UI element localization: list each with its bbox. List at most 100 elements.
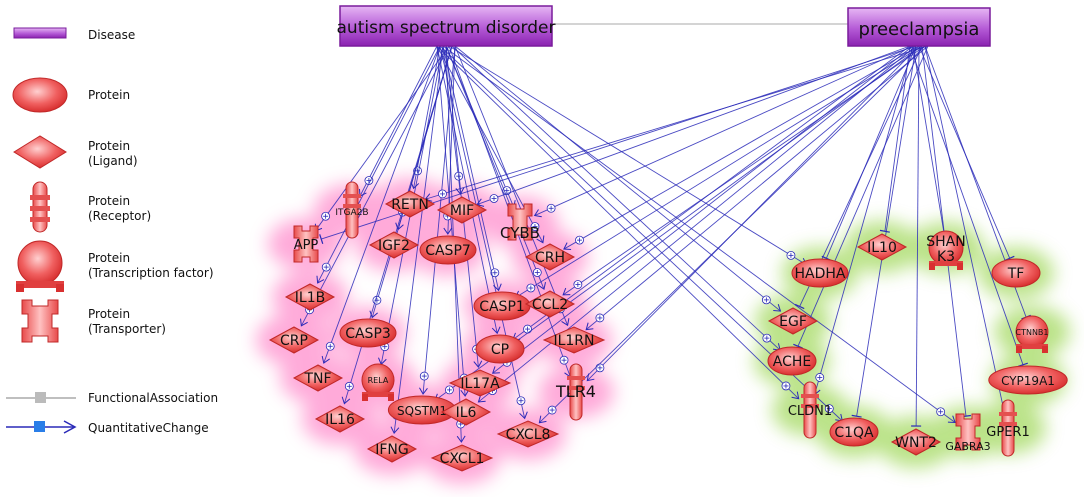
protein-node-ifng[interactable]: IFNG — [366, 435, 418, 463]
protein-label-mif: MIF — [450, 203, 474, 219]
protein-label-crh: CRH — [535, 250, 565, 266]
edge-pe-casp1 — [514, 45, 923, 299]
legend-quantitative-label: QuantitativeChange — [88, 421, 209, 435]
protein-node-app[interactable]: APP — [293, 225, 319, 263]
protein-label-casp1: CASP1 — [479, 299, 525, 315]
legend-transporter: Protein(Transporter) — [21, 299, 166, 343]
legend-transporter-label: Protein(Transporter) — [88, 307, 166, 336]
legend-functional-label: FunctionalAssociation — [88, 391, 218, 405]
protein-node-hadha[interactable]: HADHA — [791, 258, 849, 288]
edge-pe-cybb — [533, 45, 914, 218]
protein-label-il6: IL6 — [456, 405, 477, 421]
protein-label-casp7: CASP7 — [425, 243, 471, 259]
protein-label-gper1: GPER1 — [986, 425, 1029, 440]
protein-node-ctnnb1[interactable]: CTNNB1 — [1015, 315, 1049, 353]
protein-node-gabra3[interactable]: GABRA3 — [945, 413, 991, 453]
protein-node-crh[interactable]: CRH — [524, 243, 576, 271]
protein-node-wnt2[interactable]: WNT2 — [890, 428, 942, 456]
legend-protein-label: Protein — [88, 88, 130, 102]
protein-node-cybb[interactable]: CYBB — [500, 203, 540, 242]
node-layer: ITGA2B RETN MIF CYBB APP IGF2 CASP7 CRH IL1B CASP… — [268, 181, 1068, 472]
protein-node-rela[interactable]: RELA — [361, 363, 395, 401]
disease-node-pe[interactable]: preeclampsia — [847, 7, 991, 47]
protein-label-gabra3: GABRA3 — [945, 440, 990, 453]
protein-label-rela: RELA — [368, 376, 389, 385]
protein-label-cyp19a1: CYP19A1 — [1001, 374, 1055, 388]
protein-label-tlr4: TLR4 — [555, 382, 596, 401]
protein-node-c1qa[interactable]: C1QA — [829, 417, 879, 447]
protein-label-il1b: IL1B — [295, 290, 325, 306]
protein-node-cldn1[interactable]: CLDN1 — [788, 381, 832, 439]
protein-node-egf[interactable]: EGF — [767, 307, 819, 335]
protein-label-ifng: IFNG — [375, 442, 409, 458]
protein-label-tf: TF — [1007, 266, 1025, 282]
protein-label-itga2b: ITGA2B — [335, 208, 368, 218]
protein-node-il6[interactable]: IL6 — [440, 398, 492, 426]
protein-label-sqstm1: SQSTM1 — [397, 404, 447, 418]
legend-tf-label: Protein(Transcription factor) — [88, 251, 214, 280]
protein-node-cxcl8[interactable]: CXCL8 — [496, 420, 560, 448]
protein-node-tnf[interactable]: TNF — [292, 364, 344, 392]
legend: Disease Protein Protein(Ligand) Protein(… — [6, 27, 218, 435]
protein-node-cxcl1[interactable]: CXCL1 — [430, 444, 494, 472]
edge-pe-cp — [512, 45, 911, 341]
protein-label-hadha: HADHA — [795, 266, 846, 282]
protein-label-il10: IL10 — [867, 240, 897, 256]
protein-node-cyp19a1[interactable]: CYP19A1 — [988, 365, 1068, 395]
protein-label-il16: IL16 — [325, 412, 355, 428]
protein-node-tf[interactable]: TF — [991, 258, 1041, 288]
protein-label-casp3: CASP3 — [345, 326, 391, 342]
protein-label-app: APP — [294, 238, 319, 253]
legend-tf: Protein(Transcription factor) — [16, 240, 214, 292]
protein-node-il17a[interactable]: IL17A — [448, 369, 512, 397]
edge-pe-ache — [793, 45, 929, 349]
edge-pe-cxcl8 — [538, 45, 926, 424]
protein-label-tnf: TNF — [303, 371, 331, 387]
protein-label-ache: ACHE — [773, 354, 811, 370]
protein-label-il17a: IL17A — [460, 376, 500, 392]
legend-quantitative-change: QuantitativeChange — [6, 420, 209, 435]
protein-node-cp[interactable]: CP — [475, 334, 525, 364]
protein-node-mif[interactable]: MIF — [436, 196, 488, 224]
edge-asd-itga2b — [358, 45, 438, 197]
edge-asd-gabra3 — [442, 45, 956, 424]
protein-node-ccl2[interactable]: CCL2 — [524, 290, 576, 318]
protein-node-itga2b[interactable]: ITGA2B — [335, 181, 369, 239]
legend-receptor: Protein(Receptor) — [30, 181, 151, 233]
protein-node-il1rn[interactable]: IL1RN — [542, 326, 606, 354]
legend-ligand-label: Protein(Ligand) — [88, 139, 138, 168]
legend-disease-label: Disease — [88, 28, 135, 42]
protein-label-egf: EGF — [779, 314, 807, 330]
edge-pe-wnt2 — [911, 45, 922, 427]
protein-label-cldn1: CLDN1 — [788, 404, 832, 419]
protein-node-igf2[interactable]: IGF2 — [368, 231, 420, 259]
edge-pe-il17a — [491, 45, 914, 374]
protein-node-gper1[interactable]: GPER1 — [986, 399, 1030, 457]
edge-asd-il1b — [316, 45, 441, 284]
protein-node-casp7[interactable]: CASP7 — [419, 235, 477, 265]
protein-node-ache[interactable]: ACHE — [767, 346, 817, 376]
legend-disease: Disease — [13, 27, 135, 42]
edge-asd-cldn1 — [436, 45, 800, 400]
protein-node-crp[interactable]: CRP — [268, 326, 320, 354]
protein-node-casp1[interactable]: CASP1 — [473, 291, 531, 321]
edge-pe-mif — [476, 45, 911, 207]
protein-label-cxcl1: CXCL1 — [440, 451, 485, 467]
edge-asd-tnf — [321, 45, 441, 364]
protein-node-casp3[interactable]: CASP3 — [339, 318, 397, 348]
protein-label-cp: CP — [491, 342, 509, 358]
edge-pe-retn — [424, 45, 929, 202]
protein-node-retn[interactable]: RETN — [384, 190, 436, 218]
protein-node-il1b[interactable]: IL1B — [284, 283, 336, 311]
legend-functional-association: FunctionalAssociation — [6, 391, 218, 405]
protein-node-tlr4[interactable]: TLR4 — [555, 363, 596, 421]
protein-label-retn: RETN — [391, 197, 429, 213]
disease-node-asd[interactable]: autism spectrum disorder — [337, 5, 556, 47]
edge-pe-il1rn — [585, 45, 929, 331]
legend-protein: Protein — [12, 77, 130, 113]
protein-node-il10[interactable]: IL10 — [856, 233, 908, 261]
protein-node-il16[interactable]: IL16 — [314, 405, 366, 433]
protein-label-cxcl8: CXCL8 — [506, 427, 551, 443]
